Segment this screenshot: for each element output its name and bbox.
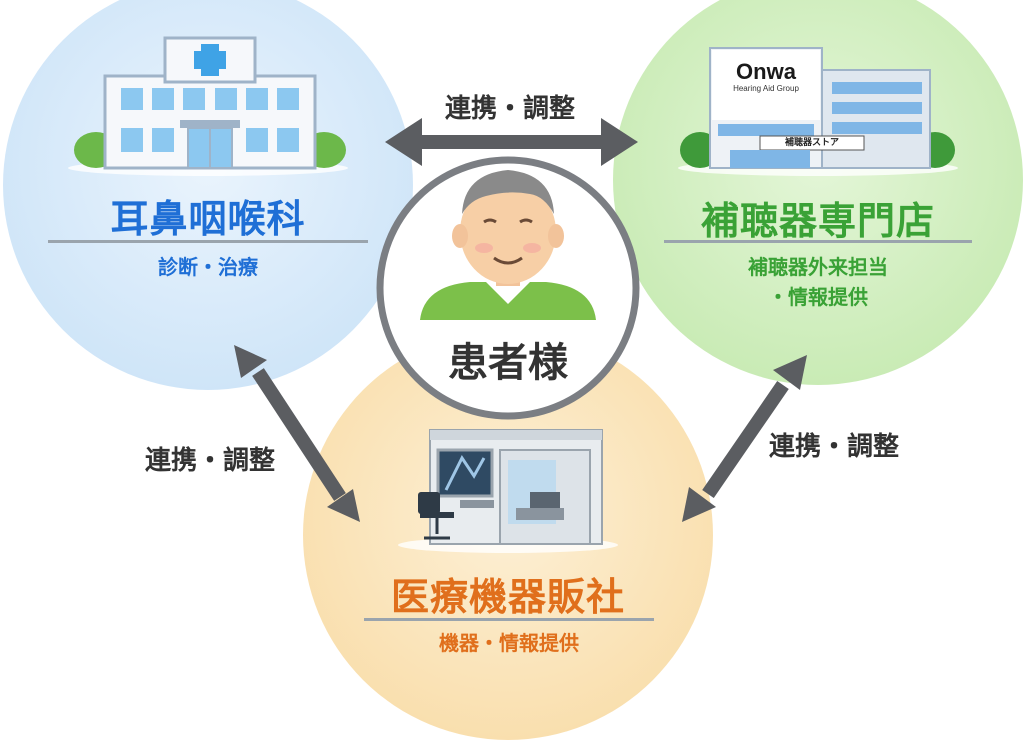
store-sign: 補聴器ストア <box>784 138 839 148</box>
medical-divider <box>364 618 654 621</box>
patient-label: 患者様 <box>448 340 568 386</box>
medical-title: 医療機器販社 <box>390 575 625 619</box>
connector-label-right: 連携・調整 <box>768 432 899 462</box>
ent-divider <box>48 240 368 243</box>
shop-subtitle-line1: 補聴器外来担当 <box>748 255 888 279</box>
onwa-logo-tagline: Hearing Aid Group <box>733 84 799 93</box>
onwa-logo-text: Onwa <box>736 59 796 84</box>
connector-label-left: 連携・調整 <box>144 446 275 476</box>
audiometry-booth-icon <box>398 429 618 553</box>
arrow-top <box>385 118 638 166</box>
onwa-logo: Onwa Hearing Aid Group <box>714 60 818 94</box>
shop-subtitle-line2: ・情報提供 <box>768 285 868 309</box>
elderly-man-icon <box>420 170 596 320</box>
shop-divider <box>664 240 972 243</box>
ent-subtitle: 診断・治療 <box>158 255 258 279</box>
hospital-icon <box>68 36 348 176</box>
ent-title: 耳鼻咽喉科 <box>110 197 306 241</box>
arrow-left <box>234 345 360 522</box>
store-building-icon <box>678 47 958 176</box>
arrow-right <box>682 355 807 522</box>
medical-subtitle: 機器・情報提供 <box>439 631 579 655</box>
connector-label-top: 連携・調整 <box>444 94 575 124</box>
shop-title: 補聴器専門店 <box>700 199 935 243</box>
